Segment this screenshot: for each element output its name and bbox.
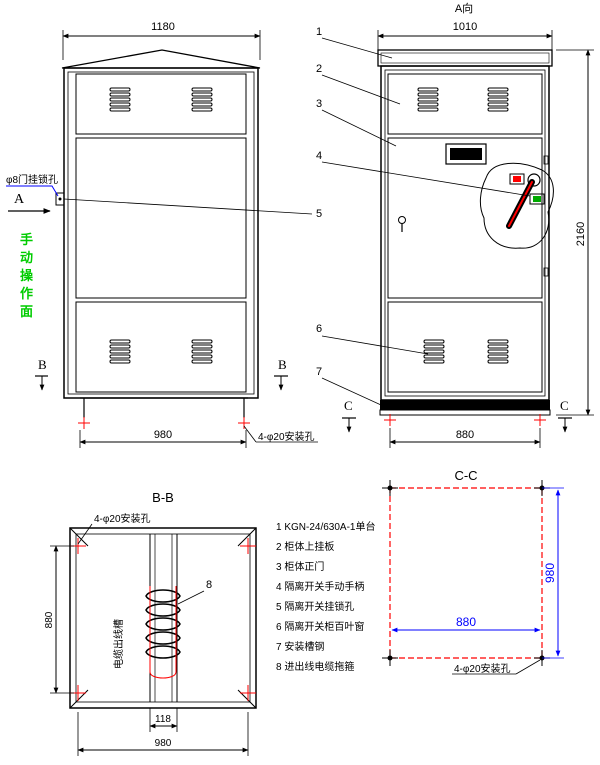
bb-section-title: B-B — [152, 490, 174, 505]
front-bottom-panel — [75, 301, 247, 393]
manual-side-char-1: 手 — [20, 232, 33, 247]
side-louver-top-right — [487, 87, 509, 112]
legend-item-6: 6 隔离开关柜百叶窗 — [276, 620, 364, 633]
cc-holes-label: 4-φ20安装孔 — [454, 662, 511, 675]
bb-section: B-B 8 电缆出线槽 4-φ20安装孔 — [44, 490, 257, 756]
legend-item-3: 3 柜体正门 — [276, 560, 324, 573]
callout-2: 2 — [316, 63, 322, 75]
legend-item-2: 2 柜体上挂板 — [276, 540, 334, 553]
cable-outlet-label: 电缆出线槽 — [112, 619, 125, 669]
side-base-dimension: 880 — [456, 429, 474, 441]
legend-item-5: 5 隔离开关挂锁孔 — [276, 600, 354, 613]
callout-8: 8 — [206, 579, 212, 591]
side-louver-bottom-right — [487, 339, 509, 364]
front-louver-bottom-right — [191, 339, 213, 364]
door-lock-hole-label: φ8门挂锁孔 — [6, 173, 58, 186]
bb-depth-dimension: 880 — [44, 611, 55, 628]
front-mounting-holes-label: 4-φ20安装孔 — [258, 430, 315, 443]
callout-1: 1 — [316, 26, 322, 38]
side-louver-top-left — [417, 87, 439, 112]
legend-item-7: 7 安装槽钢 — [276, 640, 324, 653]
nameplate — [445, 143, 487, 165]
manual-side-char-3: 操 — [20, 268, 33, 283]
indicator-green-icon — [533, 196, 541, 202]
section-b-marker-right: B — [278, 357, 287, 372]
front-top-panel — [75, 73, 247, 135]
cc-depth-dimension: 980 — [543, 563, 557, 583]
legend-item-8: 8 进出线电缆拖箍 — [276, 660, 354, 673]
operating-mechanism-area — [479, 162, 554, 249]
side-top-panel — [387, 73, 543, 135]
side-base-channel — [380, 400, 550, 410]
front-width-dimension: 1180 — [151, 21, 175, 33]
side-front-door — [387, 137, 543, 299]
cc-outline — [389, 487, 543, 659]
side-width-dimension: 1010 — [453, 21, 477, 33]
callout-7: 7 — [316, 366, 322, 378]
legend-item-1: 1 KGN-24/630A-1单台 — [276, 520, 376, 533]
legend: 1 KGN-24/630A-1单台 2 柜体上挂板 3 柜体正门 4 隔离开关手… — [276, 520, 376, 673]
front-louver-top-right — [191, 87, 213, 112]
section-c-marker-right: C — [560, 398, 569, 413]
bb-holes-label: 4-φ20安装孔 — [94, 512, 151, 525]
section-c-marker-left: C — [344, 398, 353, 413]
callout-3: 3 — [316, 98, 322, 110]
cable-clamps — [145, 589, 181, 659]
front-cabinet-body — [63, 67, 259, 399]
front-middle-panel — [75, 137, 247, 299]
cc-width-dimension: 880 — [456, 615, 476, 629]
bb-outline — [69, 527, 257, 709]
door-handle-icon — [398, 216, 406, 224]
bb-width-dimension: 980 — [155, 738, 172, 749]
front-roof — [61, 49, 261, 69]
side-view: A向 1010 — [63, 1, 594, 448]
callout-4: 4 — [316, 150, 322, 162]
front-louver-top-left — [109, 87, 131, 112]
cc-section: C-C 880 980 4-φ20安装孔 — [382, 468, 564, 675]
manual-side-char-5: 面 — [20, 304, 33, 319]
view-arrow-letter: A — [14, 192, 25, 207]
side-view-title: A向 — [455, 1, 473, 15]
manual-side-char-4: 作 — [20, 286, 33, 301]
bb-channel-dimension: 118 — [155, 714, 171, 725]
indicator-red-icon — [513, 176, 521, 182]
side-louver-bottom-left — [423, 339, 445, 364]
front-view: 1180 980 4-φ20安装孔 — [6, 21, 318, 448]
legend-item-4: 4 隔离开关手动手柄 — [276, 580, 364, 593]
section-b-marker-left: B — [38, 357, 47, 372]
callout-5: 5 — [316, 208, 322, 220]
manual-side-char-2: 动 — [20, 250, 33, 265]
side-height-dimension: 2160 — [575, 222, 587, 246]
side-bottom-panel — [387, 301, 543, 393]
cc-section-title: C-C — [454, 468, 477, 483]
callout-6: 6 — [316, 323, 322, 335]
front-louver-bottom-left — [109, 339, 131, 364]
side-top-plate — [377, 49, 553, 67]
front-base-dimension: 980 — [154, 429, 172, 441]
